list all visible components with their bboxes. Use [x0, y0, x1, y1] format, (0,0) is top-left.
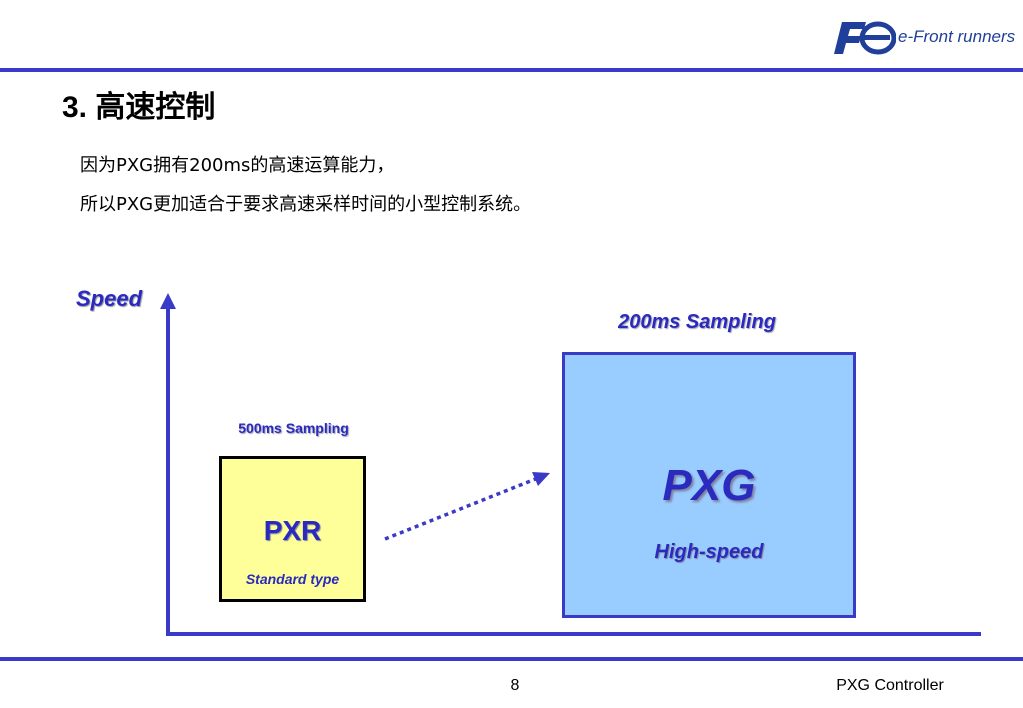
y-axis: [166, 306, 170, 636]
pxr-name: PXR: [263, 515, 322, 546]
pxg-type: High-speed: [654, 541, 764, 563]
page-number: 8: [510, 677, 520, 694]
pxg-name: PXG: [662, 461, 756, 510]
pxr-type: Standard type: [245, 571, 340, 587]
description-line-1: 因为PXG拥有200ms的高速运算能力，: [80, 155, 395, 176]
pxr-box: PXR Standard type: [219, 456, 366, 602]
upgrade-arrow: [384, 472, 550, 541]
x-axis: [166, 632, 981, 636]
description-line-2: 所以PXG更加适合于要求高速采样时间的小型控制系统。: [80, 194, 532, 215]
top-divider: [0, 68, 1023, 72]
brand-logo: e-Front runners: [832, 18, 1016, 58]
y-axis-arrow-icon: [160, 293, 176, 309]
slide-title: 3. 高速控制: [62, 91, 216, 124]
pxg-box: PXG High-speed: [562, 352, 856, 618]
y-axis-label: Speed: [76, 286, 143, 311]
pxr-sampling-label: 500ms Sampling: [238, 420, 349, 436]
fe-logo-icon: [834, 21, 896, 55]
pxg-sampling-label: 200ms Sampling: [618, 311, 776, 333]
footer-title: PXG Controller: [836, 677, 944, 694]
bottom-divider: [0, 657, 1023, 661]
logo-tagline: e-Front runners: [898, 27, 1016, 46]
